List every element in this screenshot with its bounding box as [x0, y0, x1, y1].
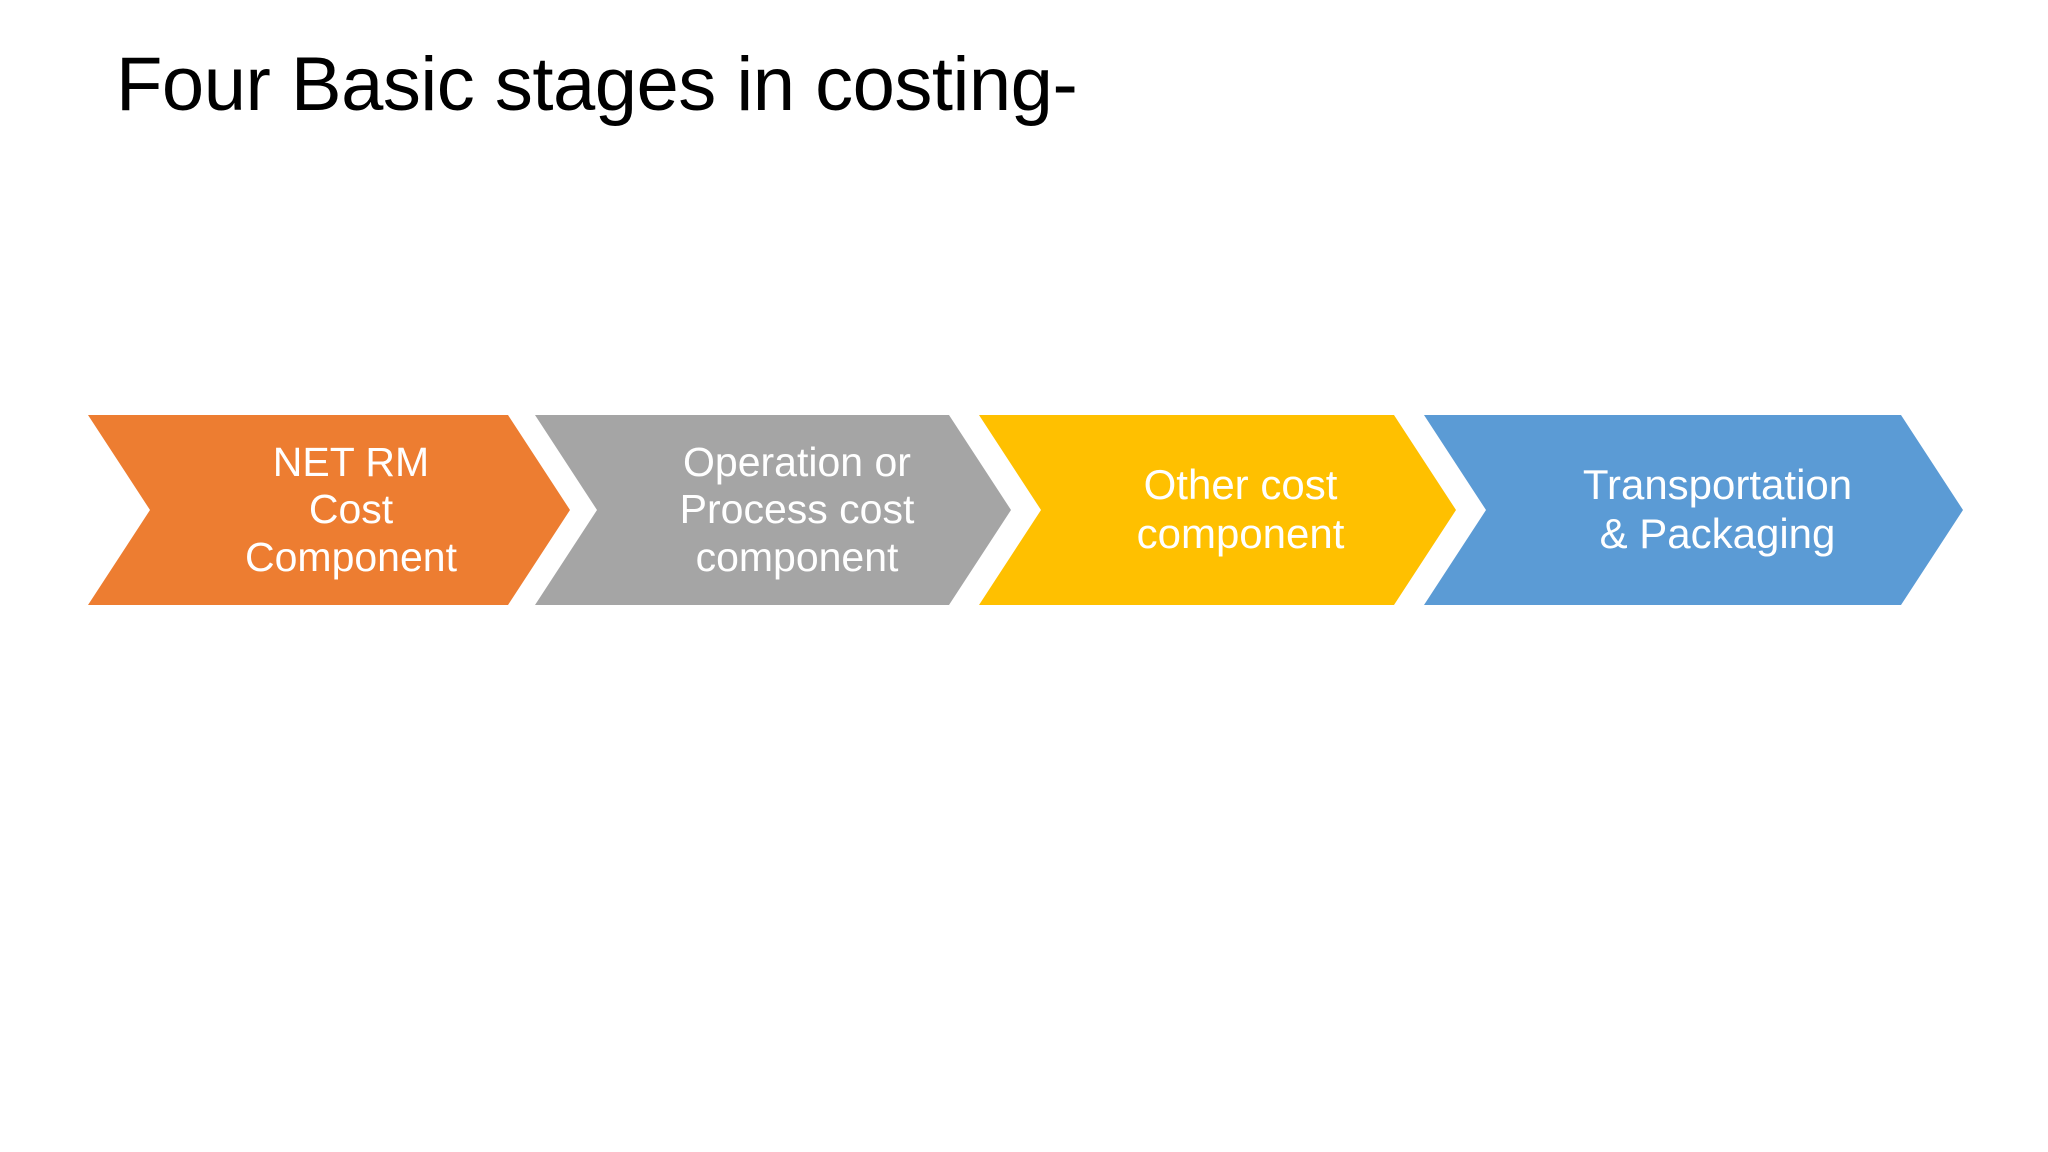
- process-step-1-net-rm-cost-component[interactable]: NET RM Cost Component: [88, 415, 570, 605]
- process-step-2-operation-or-process-cost-component[interactable]: Operation or Process cost component: [535, 415, 1011, 605]
- process-step-3-other-cost-component[interactable]: Other cost component: [979, 415, 1456, 605]
- process-step-3-label: Other cost component: [1136, 461, 1345, 557]
- page-title: Four Basic stages in costing-: [116, 42, 1078, 127]
- process-step-4-transportation-and-packaging[interactable]: Transportation & Packaging: [1424, 415, 1963, 605]
- process-step-2-label: Operation or Process cost component: [679, 438, 915, 580]
- process-step-1-label: NET RM Cost Component: [245, 438, 457, 580]
- process-step-4-label: Transportation & Packaging: [1582, 461, 1853, 557]
